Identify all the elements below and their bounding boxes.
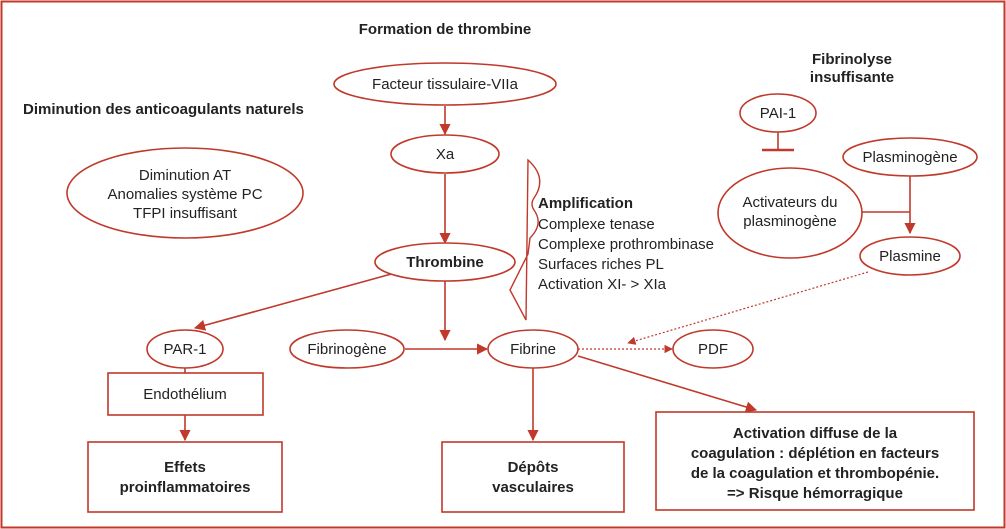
inflammatory-line-1: Effets [164,459,206,476]
vascular-line-2: vasculaires [492,479,574,496]
node-endothelium-label: Endothélium [143,386,226,403]
node-tissue-factor-label: Facteur tissulaire-VIIa [372,76,519,93]
edge-fibrin-to-coagulation [577,355,758,413]
node-fibrin-label: Fibrine [510,341,556,358]
edge-thrombin-to-par1 [193,272,396,331]
anticoag-line-2: Anomalies système PC [107,186,262,203]
anticoag-line-3: TFPI insuffisant [133,205,238,222]
anticoag-line-1: Diminution AT [139,167,231,184]
activators-line-1: Activateurs du [742,194,837,211]
node-activators [717,167,863,259]
edge-plasmin-to-pdf [627,271,869,345]
node-fibrinogen [289,329,405,369]
node-plasmin [859,236,961,276]
inflammatory-line-2: proinflammatoires [120,479,251,496]
heading-fibrinolysis-line2: insuffisante [810,69,894,86]
amplification-item-4: Activation XI- > XIa [538,276,667,293]
node-plasminogen-label: Plasminogène [862,149,957,166]
node-par1-label: PAR-1 [163,341,206,358]
amplification-item-2: Complexe prothrombinase [538,236,714,253]
coagulation-line-3: de la coagulation et thrombopénie. [691,465,939,482]
heading-fibrinolysis-line1: Fibrinolyse [812,51,892,68]
coagulation-line-1: Activation diffuse de la [733,425,898,442]
node-vascular-deposits [441,441,625,513]
amplification-title: Amplification [538,195,633,212]
amplification-item-3: Surfaces riches PL [538,256,664,273]
node-tissue-factor [333,62,557,106]
amplification-item-1: Complexe tenase [538,216,655,233]
heading-thrombin-formation: Formation de thrombine [359,21,532,38]
node-pdf-label: PDF [698,341,728,358]
node-endothelium [107,372,264,416]
connectors [179,106,916,442]
node-diffuse-coagulation [655,411,975,511]
node-fibrinogen-label: Fibrinogène [307,341,386,358]
node-pai1 [739,93,817,133]
node-xa [390,134,500,174]
node-xa-label: Xa [436,146,455,163]
node-anticoagulant-decrease [66,147,304,239]
node-thrombin [374,242,516,282]
coagulation-line-4: => Risque hémorragique [727,485,903,502]
node-pdf [672,329,754,369]
node-plasminogen [842,137,978,177]
node-thrombin-label: Thrombine [406,254,484,271]
vascular-line-1: Dépôts [508,459,559,476]
node-plasmin-label: Plasmine [879,248,941,265]
node-inflammatory-effects [87,441,283,513]
node-fibrin [487,329,579,369]
activators-line-2: plasminogène [743,213,836,230]
amplification-feedback-arrow [509,158,541,321]
heading-anticoagulant-decrease: Diminution des anticoagulants naturels [23,101,304,118]
coagulation-line-2: coagulation : déplétion en facteurs [691,445,939,462]
node-pai1-label: PAI-1 [760,105,796,122]
node-par1 [146,329,224,369]
